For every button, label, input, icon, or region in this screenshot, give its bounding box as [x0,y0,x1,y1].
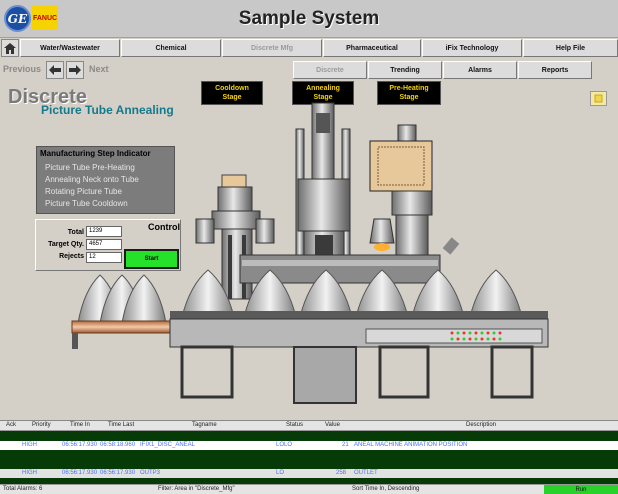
pre-heating-stage-machine [369,124,460,276]
picture-tube-row [77,269,523,324]
back-button[interactable] [46,61,64,79]
column-header[interactable]: Description [466,422,497,428]
alarm-filter: Filter: Area in "Discrete_Mfg" [158,486,235,492]
ge-logo: GE [4,5,31,32]
forward-button[interactable] [66,61,84,79]
run-indicator: Run [544,485,618,494]
step-item: Rotating Picture Tube [45,187,122,196]
fanuc-logo: FANUC [32,6,58,30]
step-indicator-title: Manufacturing Step Indicator [40,149,151,158]
tab-water-wastewater[interactable]: Water/Wastewater [20,39,120,57]
alarm-description: OUTLET [354,470,378,476]
alarm-table-header: Ack Priority Time In Time Last Tagname S… [0,421,618,431]
column-header[interactable]: Ack [6,422,17,428]
main-nav: Water/Wastewater Chemical Discrete Mfg P… [0,38,618,58]
column-header[interactable]: Status [286,422,304,428]
arrow-right-icon [69,65,81,75]
alarm-time-last: 06:58:18.960 [100,442,136,448]
alarm-value: 258 [336,470,347,476]
alarm-description: ANEAL MACHINE ANIMATION POSITION [354,442,468,448]
next-label[interactable]: Next [89,64,109,74]
tab-help-file[interactable]: Help File [523,39,618,57]
help-button[interactable] [590,91,607,106]
total-field: 1239 [86,226,122,237]
alarm-time-in: 06:56:17.930 [62,442,98,448]
alarm-rows[interactable]: HIGH 06:56:17.930 06:58:18.960 IFIX1_DIS… [0,431,618,489]
column-header[interactable]: Priority [32,422,51,428]
tab-ifix-technology[interactable]: iFix Technology [422,39,522,57]
alarm-priority: HIGH [22,442,37,448]
annealing-machine-diagram [71,102,549,404]
control-title: Control [148,222,180,232]
alarm-summary: Ack Priority Time In Time Last Tagname S… [0,420,618,494]
home-icon [4,42,16,54]
stage-label: Annealing Stage [306,85,340,101]
column-header[interactable]: Value [325,422,340,428]
tab-pharmaceutical[interactable]: Pharmaceutical [323,39,421,57]
table-row[interactable]: HIGH 06:56:17.930 06:56:17.930 OUTP3 LO … [0,469,618,478]
target-qty-label: Target Qty. [48,241,84,248]
alarm-time-in: 06:56:17.930 [62,470,98,476]
start-button[interactable]: Start [124,249,179,269]
target-qty-field[interactable]: 4657 [86,239,122,250]
cooldown-stage-button[interactable]: Cooldown Stage [201,81,263,105]
column-header[interactable]: Time In [70,422,90,428]
pre-heating-stage-button[interactable]: Pre-Heating Stage [377,81,441,105]
rejects-field: 12 [86,252,122,263]
tab-reports[interactable]: Reports [518,61,592,79]
tab-alarms[interactable]: Alarms [443,61,517,79]
manufacturing-step-indicator: Manufacturing Step Indicator Picture Tub… [36,146,175,214]
step-item: Picture Tube Pre-Heating [45,163,135,172]
sub-nav: Previous Next Discrete Trending Alarms R… [0,60,618,80]
alarm-value: 21 [342,442,349,448]
home-button[interactable] [1,39,19,57]
annealing-stage-machine [295,102,351,280]
tab-trending[interactable]: Trending [368,61,442,79]
control-panel: Control Total 1239 Target Qty. 4657 Reje… [35,219,181,271]
total-alarms: Total Alarms: 6 [3,486,43,492]
rejects-label: Rejects [59,253,84,260]
alarm-tagname: OUTP3 [140,470,161,476]
tab-discrete[interactable]: Discrete [293,61,367,79]
page-title: Discrete [8,86,87,108]
total-label: Total [67,229,84,236]
previous-label[interactable]: Previous [3,64,42,74]
stage-label: Cooldown Stage [215,85,249,101]
alarm-status: LOLO [276,442,293,448]
alarm-status: LO [276,470,285,476]
step-item: Picture Tube Cooldown [45,199,128,208]
alarm-status-bar: Total Alarms: 6 Filter: Area in "Discret… [0,484,618,494]
app-title: Sample System [238,8,380,29]
page-subtitle: Picture Tube Annealing [41,103,174,117]
step-item: Annealing Neck onto Tube [45,175,139,184]
column-header[interactable]: Tagname [192,422,217,428]
arrow-left-icon [49,65,61,75]
tab-discrete-mfg[interactable]: Discrete Mfg [222,39,322,57]
alarm-tagname: IFIX1_DISC_ANEAL [140,442,196,448]
table-row[interactable]: HIGH 06:56:17.930 06:58:18.960 IFIX1_DIS… [0,441,618,450]
tab-chemical[interactable]: Chemical [121,39,221,57]
column-header[interactable]: Time Last [108,422,135,428]
alarm-sort: Sort Time In, Descending [352,486,420,492]
title-bar: GE FANUC Sample System [0,0,618,38]
alarm-priority: HIGH [22,470,37,476]
alarm-time-last: 06:56:17.930 [100,470,136,476]
note-icon [594,94,603,103]
stage-label: Pre-Heating Stage [389,85,429,101]
control-panel-lights [450,331,502,341]
